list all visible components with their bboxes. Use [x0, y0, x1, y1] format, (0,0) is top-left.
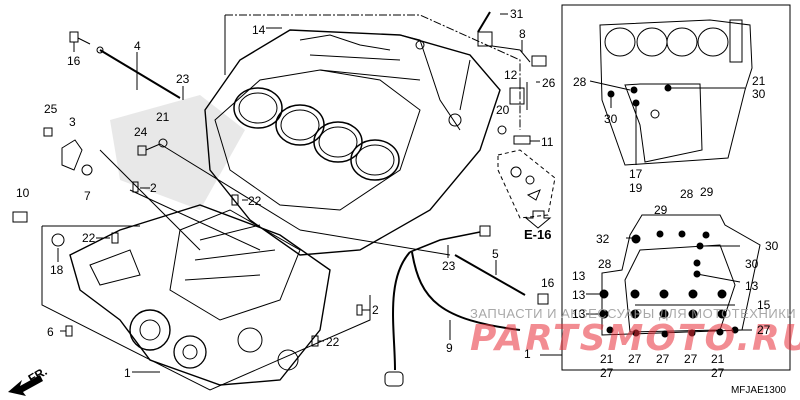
inset-callout-32[interactable]: 32 [596, 232, 610, 246]
callout-23[interactable]: 23 [442, 259, 456, 273]
callout-26[interactable]: 26 [542, 76, 556, 90]
bolt-16b [537, 293, 549, 305]
inset-callout-27[interactable]: 27 [628, 352, 642, 366]
inset-callout-27[interactable]: 27 [684, 352, 698, 366]
inset-callout-13[interactable]: 13 [572, 269, 586, 283]
callout-7[interactable]: 7 [84, 189, 91, 203]
lower-crankcase [69, 204, 331, 386]
dowel-22a [111, 232, 119, 244]
bolt-31 [477, 11, 491, 33]
callout-1[interactable]: 1 [124, 366, 131, 380]
callout-25[interactable]: 25 [44, 102, 58, 116]
inset-callout-19[interactable]: 19 [629, 181, 643, 195]
callout-2[interactable]: 2 [150, 181, 157, 195]
inset-callout-27[interactable]: 27 [656, 352, 670, 366]
jet-2b [356, 304, 363, 316]
callout-8[interactable]: 8 [519, 27, 526, 41]
washer-20 [497, 125, 507, 135]
inset-callout-21[interactable]: 21 [752, 74, 766, 88]
inset-callout-28[interactable]: 28 [573, 75, 587, 89]
callout-16[interactable]: 16 [67, 54, 81, 68]
callout-22[interactable]: 22 [248, 194, 262, 208]
callout-3[interactable]: 3 [69, 115, 76, 129]
inset-callout-30[interactable]: 30 [765, 239, 779, 253]
callout-22[interactable]: 22 [82, 231, 96, 245]
hose-9 [411, 251, 521, 331]
frame-lower [41, 226, 371, 391]
cable-sensor [392, 251, 411, 371]
sensor-8-connector [531, 55, 547, 67]
e16-arrow-icon [524, 210, 552, 229]
sensor-10 [12, 211, 28, 223]
bolt-16a [69, 31, 79, 43]
subgroup-box [497, 149, 556, 219]
sensor-8-wire [491, 45, 531, 63]
dowel-22b [231, 194, 239, 206]
callout-20[interactable]: 20 [496, 103, 510, 117]
hose-9-end [384, 371, 404, 387]
callout-14[interactable]: 14 [252, 23, 266, 37]
inset-bottom-view [599, 214, 761, 338]
callout-16[interactable]: 16 [541, 276, 555, 290]
inset-callout-27[interactable]: 27 [757, 323, 771, 337]
sensor-12 [509, 87, 525, 105]
oil-pipe-4 [99, 49, 181, 99]
switch-11 [513, 135, 531, 145]
washer-21a [158, 138, 168, 148]
callout-31[interactable]: 31 [510, 7, 524, 21]
callout-2[interactable]: 2 [372, 303, 379, 317]
callout-4[interactable]: 4 [134, 39, 141, 53]
bolt-24 [137, 145, 147, 156]
inset-frame [561, 4, 791, 371]
callout-5[interactable]: 5 [492, 247, 499, 261]
diagram-code: MFJAE1300 [730, 385, 786, 396]
inset-callout-30[interactable]: 30 [604, 112, 618, 126]
callout-18[interactable]: 18 [50, 263, 64, 277]
front-arrow-icon [8, 375, 43, 396]
reference-e16[interactable]: E-16 [524, 227, 552, 242]
inset-callout-15[interactable]: 15 [757, 298, 771, 312]
inset-callout-13[interactable]: 13 [572, 307, 586, 321]
callout-21[interactable]: 21 [156, 110, 170, 124]
inset-callout-29[interactable]: 28 [680, 187, 694, 201]
callout-24[interactable]: 24 [134, 125, 148, 139]
callout-1[interactable]: 1 [524, 347, 531, 361]
inset-callout-28[interactable]: 29 [700, 185, 714, 199]
callout-23[interactable]: 23 [176, 72, 190, 86]
inset-callout-17[interactable]: 17 [629, 167, 643, 181]
inset-callout-21[interactable]: 21 [711, 352, 725, 366]
inset-top-view [599, 19, 753, 166]
inset-callout-13[interactable]: 13 [745, 279, 759, 293]
inset-callout-30[interactable]: 30 [745, 257, 759, 271]
callout-12[interactable]: 12 [504, 68, 518, 82]
seal-7 [81, 164, 93, 176]
watermark-logo: PARTSMOTO.RU [470, 318, 800, 359]
inset-callout-13[interactable]: 13 [572, 288, 586, 302]
upper-crankcase-shading [110, 95, 245, 210]
inset-callout-30[interactable]: 30 [752, 87, 766, 101]
callout-22[interactable]: 22 [326, 335, 340, 349]
callout-11[interactable]: 11 [541, 135, 554, 149]
dowel-6 [65, 325, 73, 337]
inset-callout-29[interactable]: 29 [654, 203, 668, 217]
watermark-text: ЗАПЧАСТИ И АКСЕССУАРЫ ДЛЯ МОТОТЕХНИКИ [470, 306, 797, 321]
plug-18 [51, 233, 65, 247]
bolt-25 [43, 127, 53, 137]
callout-9[interactable]: 9 [446, 341, 453, 355]
oil-pipe-5 [454, 254, 526, 296]
callout-6[interactable]: 6 [47, 325, 54, 339]
bracket-3 [61, 139, 83, 171]
frame-upper [225, 14, 521, 130]
inset-callout-21[interactable]: 21 [600, 352, 614, 366]
inset-callout-28[interactable]: 28 [598, 257, 612, 271]
callout-10[interactable]: 10 [16, 186, 30, 200]
inset-callout-27[interactable]: 27 [600, 366, 614, 380]
upper-crankcase [204, 29, 501, 256]
sensor-8-clamp [477, 31, 493, 47]
inset-callout-27[interactable]: 27 [711, 366, 725, 380]
